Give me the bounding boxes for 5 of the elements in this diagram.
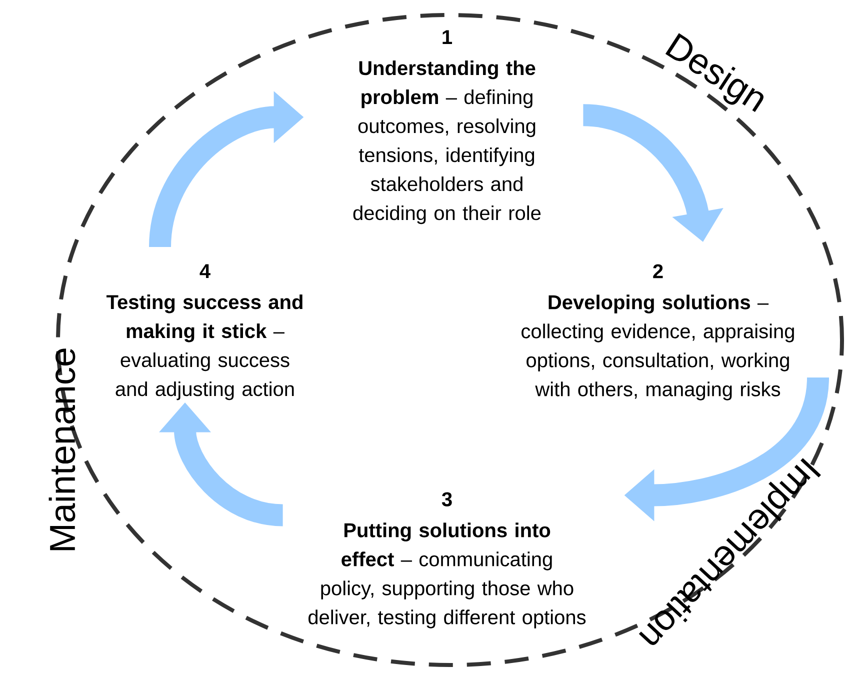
step-text: 3 Putting solutions into effect – communicating policy, supporting those who deliver, testing different options — [308, 492, 586, 628]
step-text: 2 Developing solutions – collecting evidence, appraising options, consultation, working with others, managing risks — [522, 264, 794, 400]
step-text: 1 Understanding the problem – defining outcomes, resolving tensions, identifying stakeholders and deciding on their role — [353, 30, 541, 224]
stage-label: Maintenance — [48, 348, 76, 550]
step-text: 4 Testing success and making it stick – evaluating success and adjusting action — [106, 264, 302, 400]
